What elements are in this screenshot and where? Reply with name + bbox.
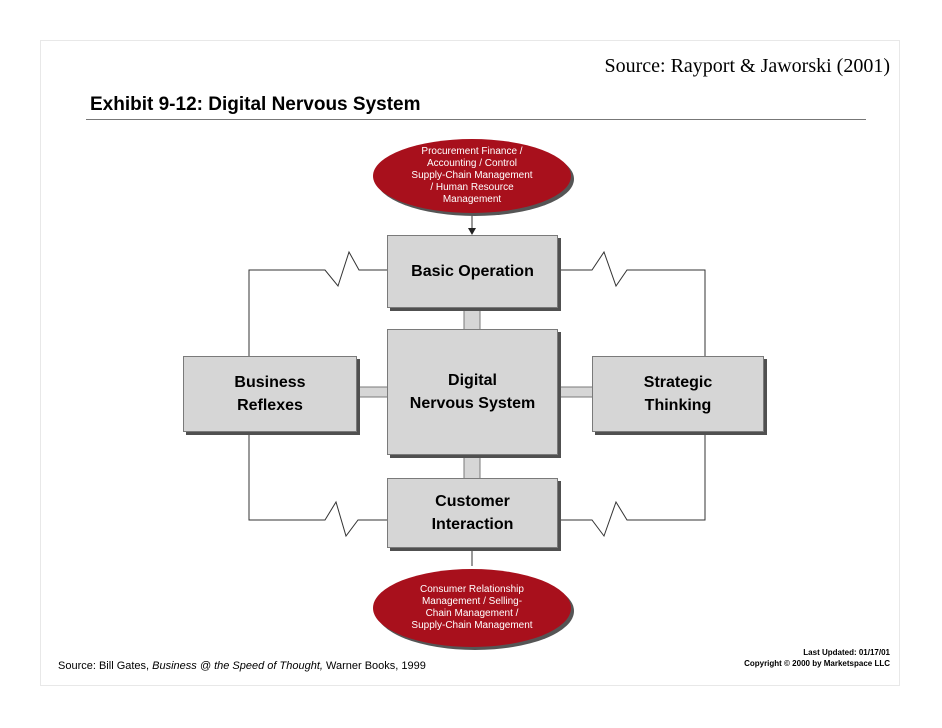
top-ellipse: Procurement Finance / Accounting / Contr… — [373, 139, 571, 213]
strategic-thinking-box: Strategic Thinking — [592, 356, 764, 432]
slide-frame — [40, 40, 900, 686]
footer-source-book: Business @ the Speed of Thought, — [152, 660, 323, 672]
copyright: Copyright © 2000 by Marketspace LLC — [744, 659, 890, 668]
joint-left — [355, 386, 389, 398]
customer-interaction-box: Customer Interaction — [387, 478, 558, 548]
footer-source-prefix: Source: Bill Gates, — [58, 660, 153, 672]
joint-right — [556, 386, 594, 398]
joint-bottom — [463, 454, 481, 480]
business-reflexes-box: Business Reflexes — [183, 356, 357, 432]
top-arrowhead — [468, 228, 476, 235]
footer-meta: Last Updated: 01/17/01 Copyright © 2000 … — [744, 647, 890, 669]
footer-source: Source: Bill Gates, Business @ the Speed… — [58, 660, 426, 672]
left-upper-connector — [248, 250, 387, 356]
joint-top — [463, 307, 481, 331]
right-lower-connector — [558, 432, 706, 538]
basic-operation-box: Basic Operation — [387, 235, 558, 308]
bottom-ellipse: Consumer Relationship Management / Selli… — [373, 569, 571, 647]
exhibit-title: Exhibit 9-12: Digital Nervous System — [90, 94, 421, 115]
last-updated: Last Updated: 01/17/01 — [803, 648, 890, 657]
left-lower-connector — [248, 432, 387, 538]
footer-source-suffix: Warner Books, 1999 — [322, 660, 426, 672]
right-upper-connector — [558, 250, 706, 356]
source-citation-top: Source: Rayport & Jaworski (2001) — [604, 55, 890, 77]
title-divider — [86, 119, 866, 120]
digital-nervous-system-box: Digital Nervous System — [387, 329, 558, 455]
